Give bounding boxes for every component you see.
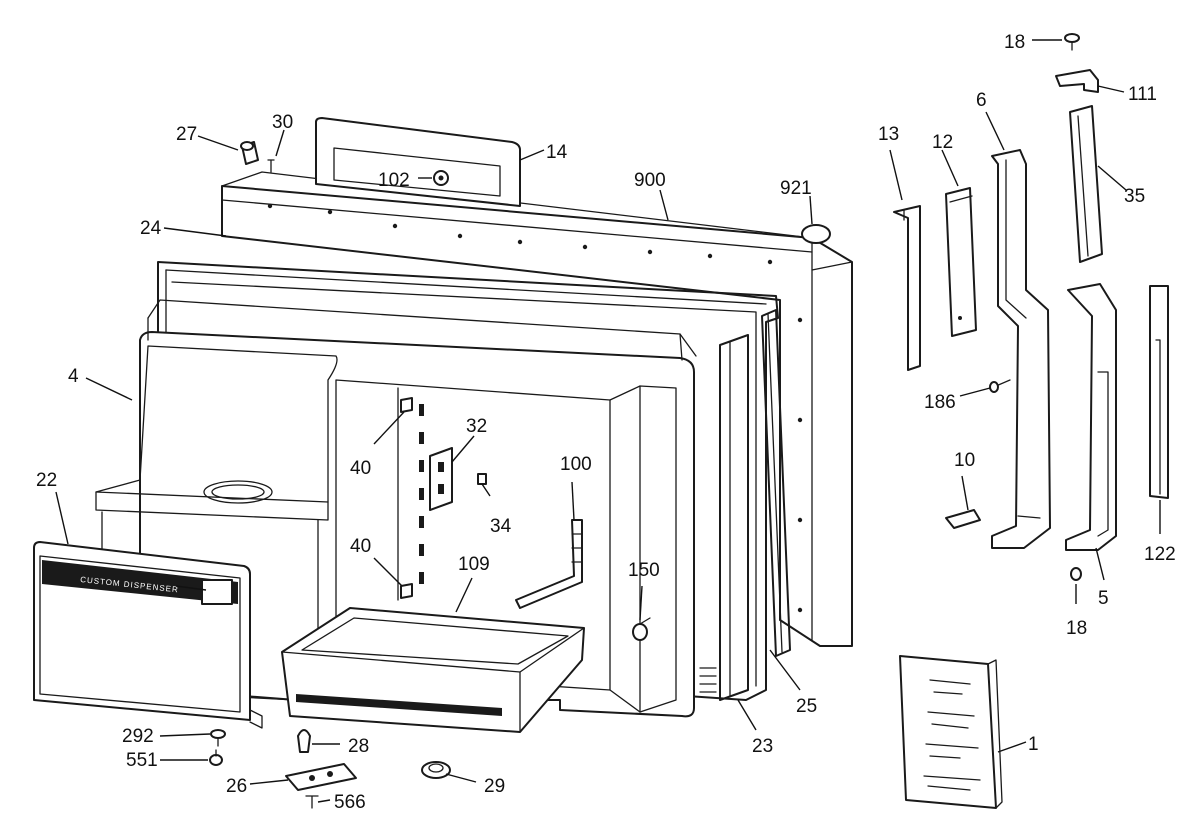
label-part-35: 35 — [1124, 186, 1145, 207]
label-part-100: 100 — [560, 454, 592, 475]
label-part-551: 551 — [126, 750, 158, 771]
label-part-12: 12 — [932, 132, 953, 153]
label-part-32: 32 — [466, 416, 487, 437]
label-part-102: 102 — [378, 170, 410, 191]
label-part-6: 6 — [976, 90, 987, 111]
label-part-26: 26 — [226, 776, 247, 797]
label-part-23: 23 — [752, 736, 773, 757]
strip-13 — [893, 205, 921, 371]
bushing-29 — [421, 761, 451, 779]
door-bin — [281, 607, 585, 733]
label-part-27: 27 — [176, 124, 197, 145]
label-part-186: 186 — [924, 392, 956, 413]
label-part-13: 13 — [878, 124, 899, 145]
label-part-150: 150 — [628, 560, 660, 581]
screw-551 — [209, 749, 223, 766]
part-labels: 18 111 6 35 13 12 27 30 14 102 900 921 2… — [36, 32, 1176, 813]
label-part-109: 109 — [458, 554, 490, 575]
hinge-bracket-5 — [1065, 283, 1117, 551]
outer-door-shell — [221, 171, 853, 647]
screw-18-bottom — [1070, 567, 1082, 581]
label-part-24: 24 — [140, 218, 162, 239]
shelf-clip-upper — [400, 397, 413, 413]
label-part-122: 122 — [1144, 544, 1176, 565]
screw-566 — [305, 795, 319, 809]
label-part-29: 29 — [484, 776, 505, 797]
label-part-900: 900 — [634, 170, 666, 191]
label-part-30: 30 — [272, 112, 293, 133]
channel-35 — [1069, 105, 1103, 263]
shelf-clip-lower — [400, 583, 413, 599]
leader-lines — [55, 39, 1161, 803]
label-part-34: 34 — [490, 516, 512, 537]
plug-27 — [240, 141, 259, 165]
label-part-4: 4 — [68, 366, 79, 387]
label-part-921: 921 — [780, 178, 812, 199]
screw-18-top — [1064, 33, 1080, 51]
screw-30 — [267, 159, 275, 173]
label-part-1: 1 — [1028, 734, 1039, 755]
pin-28 — [297, 729, 311, 753]
breaker-strip-right — [761, 309, 791, 657]
label-part-18-top: 18 — [1004, 32, 1025, 53]
dispenser-panel: CUSTOM DISPENSER — [33, 541, 263, 729]
label-part-40-lower: 40 — [350, 536, 371, 557]
hinge-bracket-6 — [991, 149, 1051, 549]
stop-button-34 — [477, 473, 487, 485]
label-part-292: 292 — [122, 726, 154, 747]
door-knob-150 — [632, 617, 651, 641]
label-part-10: 10 — [954, 450, 975, 471]
screw-186 — [989, 379, 1011, 393]
owners-manual — [899, 655, 1003, 809]
label-part-5: 5 — [1098, 588, 1109, 609]
bracket-111 — [1055, 69, 1099, 93]
label-part-111: 111 — [1128, 84, 1157, 105]
trim-strip-122 — [1149, 285, 1169, 499]
center-bracket — [429, 447, 453, 511]
breaker-strip-left — [719, 334, 749, 701]
label-part-28: 28 — [348, 736, 369, 757]
label-part-40-upper: 40 — [350, 458, 371, 479]
inner-door-liner — [95, 299, 717, 718]
label-part-25: 25 — [796, 696, 817, 717]
hinge-plate-26 — [285, 763, 357, 791]
strip-12 — [945, 187, 977, 337]
clip-10 — [945, 509, 981, 529]
screw-292 — [210, 729, 226, 747]
label-part-566: 566 — [334, 792, 366, 813]
shelf-support — [515, 519, 583, 609]
label-part-18-bottom: 18 — [1066, 618, 1087, 639]
top-handle-plate — [315, 117, 521, 207]
label-part-22: 22 — [36, 470, 57, 491]
label-part-14: 14 — [546, 142, 568, 163]
